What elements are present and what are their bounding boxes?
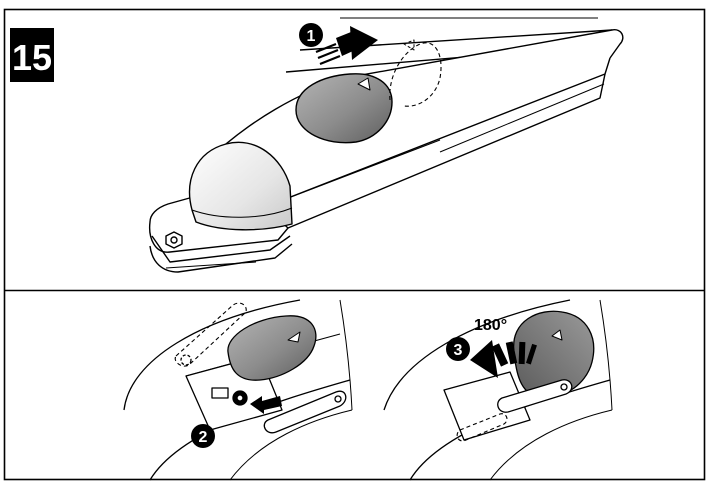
insert-handle-view	[123, 299, 353, 481]
figure-number-badge	[10, 28, 54, 82]
figure-number: 15	[12, 37, 52, 78]
operator-main-view	[148, 17, 624, 273]
step-2-number: 2	[199, 429, 208, 446]
step-3-badge	[446, 337, 470, 361]
rotation-angle-label: 180°	[474, 317, 507, 334]
arrow-step-2	[250, 396, 282, 414]
step-1-badge	[299, 23, 323, 47]
rotate-handle-view	[383, 299, 613, 481]
step-2-badge	[191, 424, 215, 448]
arrow-step-1	[315, 26, 378, 66]
outer-border	[3, 8, 706, 481]
step-3-number: 3	[454, 342, 463, 359]
arrow-step-3	[470, 340, 537, 378]
step-1-number: 1	[307, 28, 316, 45]
